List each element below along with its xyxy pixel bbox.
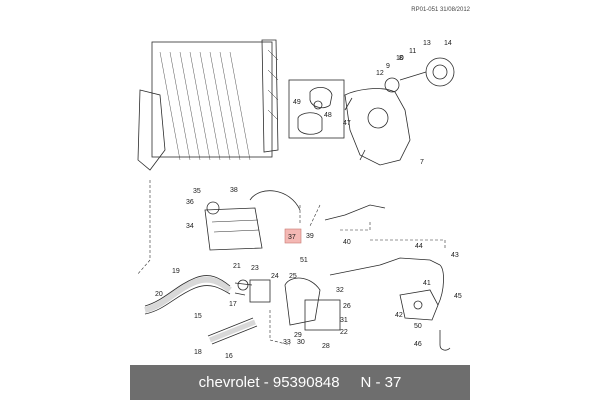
callout-33: 33 bbox=[283, 339, 291, 346]
callout-50: 50 bbox=[414, 323, 422, 330]
callout-42: 42 bbox=[395, 312, 403, 319]
hose-46 bbox=[439, 330, 451, 351]
callout-labels: 35 38 36 34 37 39 40 44 43 21 23 19 24 2… bbox=[155, 40, 462, 360]
callout-28: 28 bbox=[322, 343, 330, 350]
footer-separator: - bbox=[259, 374, 273, 391]
callout-13: 13 bbox=[423, 40, 431, 47]
outlet-assembly bbox=[234, 277, 341, 331]
hose-38 bbox=[249, 190, 301, 211]
footer-position: N - 37 bbox=[360, 374, 402, 391]
hose-15-outline bbox=[207, 317, 258, 345]
hose-15 bbox=[209, 319, 256, 343]
callout-7: 7 bbox=[420, 159, 424, 166]
callout-44: 44 bbox=[415, 243, 423, 250]
callout-26: 26 bbox=[343, 303, 351, 310]
callout-14: 14 bbox=[444, 40, 452, 47]
callout-12: 12 bbox=[376, 70, 384, 77]
callout-37: 37 bbox=[288, 234, 296, 241]
callout-21: 21 bbox=[233, 263, 241, 270]
callout-18: 18 bbox=[194, 349, 202, 356]
callout-51: 51 bbox=[300, 257, 308, 264]
pipe-43 bbox=[329, 257, 441, 276]
footer-brand: chevrolet bbox=[198, 374, 260, 391]
callout-35: 35 bbox=[193, 188, 201, 195]
callout-24: 24 bbox=[271, 273, 279, 280]
dashed-guide-4 bbox=[370, 239, 446, 250]
callout-47: 47 bbox=[343, 120, 351, 127]
callout-22: 22 bbox=[340, 329, 348, 336]
callout-34: 34 bbox=[186, 223, 194, 230]
callout-9: 9 bbox=[386, 63, 390, 70]
dashed-guide-2 bbox=[299, 204, 321, 227]
callout-25: 25 bbox=[289, 273, 297, 280]
line-art bbox=[136, 39, 455, 351]
callout-10: 10 bbox=[396, 55, 404, 62]
footer-part-number: 95390848 bbox=[272, 374, 340, 391]
callout-40: 40 bbox=[343, 239, 351, 246]
dashed-guide-5 bbox=[269, 310, 291, 346]
heater-valve bbox=[399, 289, 439, 321]
footer-bar: chevrolet - 95390848 N - 37 bbox=[130, 365, 470, 400]
dashed-guide bbox=[136, 180, 151, 276]
pipe-43b bbox=[437, 264, 444, 306]
callout-43: 43 bbox=[451, 252, 459, 259]
callout-8: 8 bbox=[399, 55, 403, 62]
hose-40 bbox=[324, 204, 386, 221]
dashed-guide-3 bbox=[340, 220, 371, 231]
callout-11: 11 bbox=[409, 48, 416, 55]
hose-19-outline bbox=[144, 275, 231, 315]
water-pump-housing bbox=[344, 57, 455, 166]
radiator bbox=[137, 39, 279, 171]
callout-15: 15 bbox=[194, 313, 202, 320]
callout-38: 38 bbox=[230, 187, 238, 194]
callout-39: 39 bbox=[306, 233, 314, 240]
callout-19: 19 bbox=[172, 268, 180, 275]
callout-23: 23 bbox=[251, 265, 259, 272]
callout-29: 29 bbox=[294, 332, 302, 339]
highlighted-part-box bbox=[284, 228, 302, 244]
callout-46: 46 bbox=[414, 341, 422, 348]
callout-31: 31 bbox=[340, 317, 348, 324]
thermostat-group bbox=[288, 79, 345, 139]
callout-32: 32 bbox=[336, 287, 344, 294]
callout-41: 41 bbox=[423, 280, 431, 287]
callout-20: 20 bbox=[155, 291, 163, 298]
callout-48: 48 bbox=[324, 112, 332, 119]
callout-16: 16 bbox=[225, 353, 233, 360]
callout-36: 36 bbox=[186, 199, 194, 206]
callout-30: 30 bbox=[297, 339, 305, 346]
diagram-reference: RP01-051 31/08/2012 bbox=[411, 7, 470, 13]
coolant-reservoir bbox=[204, 201, 263, 251]
callout-45: 45 bbox=[454, 293, 462, 300]
callout-49: 49 bbox=[293, 99, 301, 106]
hose-19 bbox=[144, 276, 232, 313]
callout-17: 17 bbox=[229, 301, 237, 308]
